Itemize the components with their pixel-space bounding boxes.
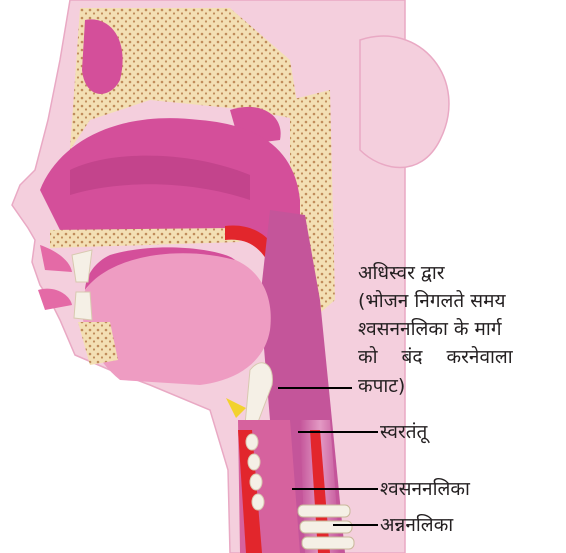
vertebral-discs (298, 505, 354, 549)
label-vocal-cords: स्वरतंतू (380, 419, 500, 445)
label-trachea: श्वसननलिका (380, 476, 550, 502)
label-epiglottis-note-line1: (भोजन निगलते समय (358, 288, 556, 314)
label-epiglottis-note-line4: कपाट) (358, 373, 478, 399)
ear (360, 36, 449, 167)
lower-tooth (74, 292, 92, 320)
label-esophagus: अन्ननलिका (380, 512, 550, 538)
upper-tooth (72, 250, 92, 282)
tongue (80, 251, 271, 385)
label-epiglottis-note-line2: श्वसननलिका के मार्ग (358, 316, 556, 342)
label-epiglottis-note-line3: को बंद करनेवाला (358, 344, 556, 370)
label-epiglottis-title: अधिस्वर द्वार (358, 260, 558, 286)
